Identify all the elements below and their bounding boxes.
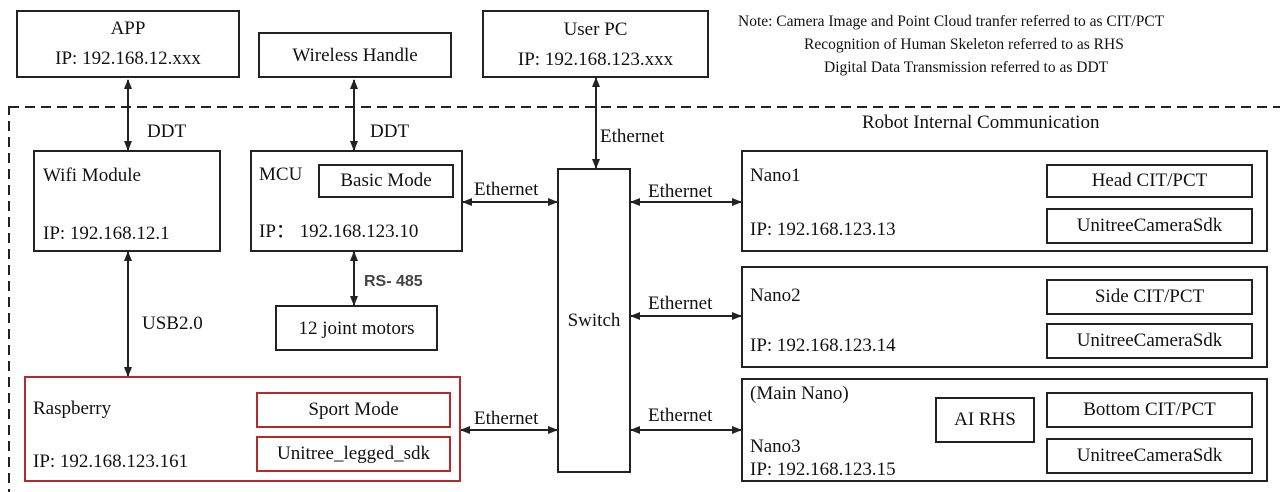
nano1-sdk-box: UnitreeCameraSdk xyxy=(1046,208,1253,244)
nano1-cit-box: Head CIT/PCT xyxy=(1046,164,1253,198)
wireless-handle-title: Wireless Handle xyxy=(292,45,418,66)
wifi-module-ip: IP: 192.168.12.1 xyxy=(43,223,170,244)
legged-sdk-label: Unitree_legged_sdk xyxy=(276,443,430,464)
wireless-handle-box: Wireless Handle xyxy=(258,32,452,78)
app-box: APP IP: 192.168.12.xxx xyxy=(16,10,240,78)
mcu-box: MCU Basic Mode IP： 192.168.123.10 xyxy=(250,150,463,252)
nano3-box: (Main Nano) Nano3 IP: 192.168.123.15 AI … xyxy=(741,378,1268,482)
nano2-box: Nano2 IP: 192.168.123.14 Side CIT/PCT Un… xyxy=(741,266,1268,368)
nano2-title: Nano2 xyxy=(750,285,801,306)
nano2-sdk-label: UnitreeCameraSdk xyxy=(1076,330,1223,351)
ai-rhs-box: AI RHS xyxy=(935,397,1035,443)
joint-motors-title: 12 joint motors xyxy=(298,318,415,339)
nano1-ip: IP: 192.168.123.13 xyxy=(750,219,896,240)
user-pc-title: User PC xyxy=(563,19,628,40)
note-cit-pct: Note: Camera Image and Point Cloud tranf… xyxy=(738,13,1165,30)
nano3-title: Nano3 xyxy=(750,436,801,457)
raspberry-box: Raspberry IP: 192.168.123.161 Sport Mode… xyxy=(24,376,461,482)
nano3-sdk-label: UnitreeCameraSdk xyxy=(1076,445,1223,466)
nano1-cit-label: Head CIT/PCT xyxy=(1091,170,1208,191)
nano1-box: Nano1 IP: 192.168.123.13 Head CIT/PCT Un… xyxy=(741,150,1268,252)
label-ethernet-rasp-switch: Ethernet xyxy=(474,408,539,429)
joint-motors-box: 12 joint motors xyxy=(275,305,438,351)
wifi-module-box: Wifi Module IP: 192.168.12.1 xyxy=(33,150,221,252)
user-pc-ip: IP: 192.168.123.xxx xyxy=(517,49,674,70)
robot-internal-label: Robot Internal Communication xyxy=(862,112,1100,133)
nano1-title: Nano1 xyxy=(750,165,801,186)
basic-mode-box: Basic Mode xyxy=(318,164,454,198)
nano1-sdk-label: UnitreeCameraSdk xyxy=(1076,215,1223,236)
robot-internal-boundary xyxy=(8,106,1280,492)
mcu-ip: IP： 192.168.123.10 xyxy=(259,221,419,242)
label-ethernet-switch-nano3: Ethernet xyxy=(648,405,713,426)
nano3-cit-label: Bottom CIT/PCT xyxy=(1083,399,1216,420)
label-ethernet-mcu-switch: Ethernet xyxy=(474,179,539,200)
label-ethernet-switch-nano1: Ethernet xyxy=(648,181,713,202)
switch-box: Switch xyxy=(557,168,631,473)
switch-title: Switch xyxy=(567,310,621,331)
ai-rhs-label: AI RHS xyxy=(954,409,1016,430)
nano2-ip: IP: 192.168.123.14 xyxy=(750,335,896,356)
label-ethernet-pc-switch: Ethernet xyxy=(600,126,665,147)
legged-sdk-box: Unitree_legged_sdk xyxy=(256,436,451,472)
label-ddt-app-wifi: DDT xyxy=(147,121,187,142)
wifi-module-title: Wifi Module xyxy=(43,165,141,186)
note-ddt: Digital Data Transmission referred to as… xyxy=(824,59,1109,76)
label-ethernet-switch-nano2: Ethernet xyxy=(648,293,713,314)
nano3-ip: IP: 192.168.123.15 xyxy=(750,459,896,480)
app-ip: IP: 192.168.12.xxx xyxy=(55,48,201,69)
user-pc-box: User PC IP: 192.168.123.xxx xyxy=(482,10,709,78)
nano3-sdk-box: UnitreeCameraSdk xyxy=(1046,438,1253,474)
nano3-cit-box: Bottom CIT/PCT xyxy=(1046,392,1253,428)
nano2-sdk-box: UnitreeCameraSdk xyxy=(1046,323,1253,359)
raspberry-title: Raspberry xyxy=(33,398,112,419)
sport-mode-label: Sport Mode xyxy=(308,399,399,420)
label-usb-wifi-rasp: USB2.0 xyxy=(142,313,203,334)
note-rhs: Recognition of Human Skeleton referred t… xyxy=(804,36,1124,53)
mcu-title: MCU xyxy=(259,164,303,185)
app-title: APP xyxy=(110,18,146,39)
nano3-main-label: (Main Nano) xyxy=(750,383,849,404)
raspberry-ip: IP: 192.168.123.161 xyxy=(33,451,189,472)
nano2-cit-box: Side CIT/PCT xyxy=(1046,279,1253,315)
label-ddt-handle-mcu: DDT xyxy=(370,121,410,142)
label-rs485-mcu-motors: RS- 485 xyxy=(364,273,423,290)
sport-mode-box: Sport Mode xyxy=(256,392,451,428)
basic-mode-label: Basic Mode xyxy=(340,170,432,191)
nano2-cit-label: Side CIT/PCT xyxy=(1094,286,1205,307)
